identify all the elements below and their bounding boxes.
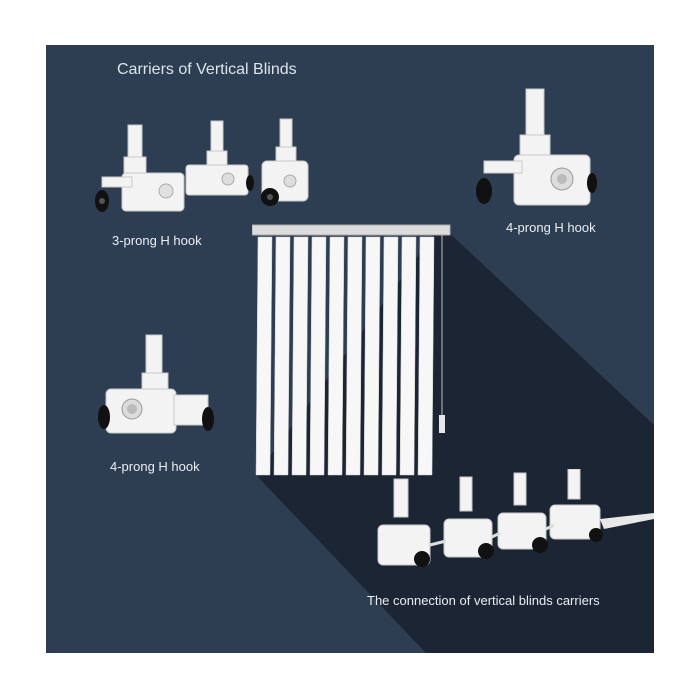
three-prong-label: 3-prong H hook (112, 233, 202, 248)
four-prong-carrier-top (476, 88, 597, 206)
four-prong-left-label: 4-prong H hook (110, 459, 200, 474)
blind-shadow (256, 225, 654, 653)
connected-carriers-chain (377, 469, 654, 567)
three-prong-carrier-group (95, 118, 309, 212)
four-prong-carrier-left (98, 334, 214, 434)
page-title: Carriers of Vertical Blinds (117, 61, 297, 78)
product-panel: Carriers of Vertical Blinds 3-pro (46, 45, 654, 653)
vertical-blind (252, 224, 451, 476)
connection-label: The connection of vertical blinds carrie… (367, 593, 600, 608)
four-prong-top-label: 4-prong H hook (506, 220, 596, 235)
